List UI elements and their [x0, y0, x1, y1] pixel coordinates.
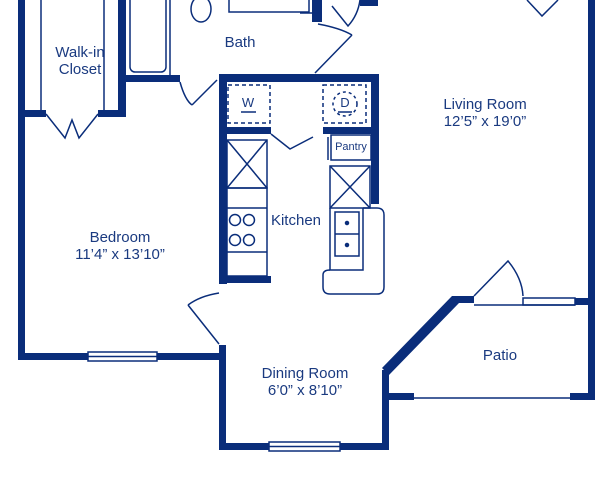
washer-letter: W — [241, 95, 255, 110]
patio-name: Patio — [482, 347, 518, 364]
dining-room-name: Dining Room — [261, 365, 349, 382]
room-label-walk-in-closet: Walk-in Closet — [36, 44, 124, 79]
dryer-label: D — [335, 95, 355, 111]
bedroom-name: Bedroom — [89, 229, 151, 246]
dryer-letter: D — [340, 95, 350, 110]
bedroom-dimensions: 11’4” x 13’10” — [75, 246, 165, 264]
room-label-living-room: Living Room 12’5” x 19’0” — [400, 96, 570, 131]
room-label-bedroom: Bedroom 11’4” x 13’10” — [50, 229, 190, 264]
walk-in-closet-name-line2: Closet — [58, 61, 102, 79]
room-label-patio: Patio — [465, 347, 535, 364]
washer-label: W — [238, 95, 258, 111]
fixtures — [40, 0, 576, 452]
living-room-name: Living Room — [443, 96, 527, 113]
walls — [18, 0, 595, 450]
pantry-label: Pantry — [330, 141, 372, 154]
dining-room-dimensions: 6’0” x 8’10” — [267, 382, 343, 400]
walk-in-closet-name-line1: Walk-in — [55, 44, 105, 61]
room-label-dining-room: Dining Room 6’0” x 8’10” — [235, 365, 375, 400]
room-label-bath: Bath — [210, 34, 270, 51]
kitchen-name: Kitchen — [270, 212, 322, 229]
pantry-text: Pantry — [335, 141, 367, 153]
bath-name: Bath — [224, 34, 256, 51]
room-label-kitchen: Kitchen — [264, 212, 328, 229]
living-room-dimensions: 12’5” x 19’0” — [443, 113, 527, 131]
